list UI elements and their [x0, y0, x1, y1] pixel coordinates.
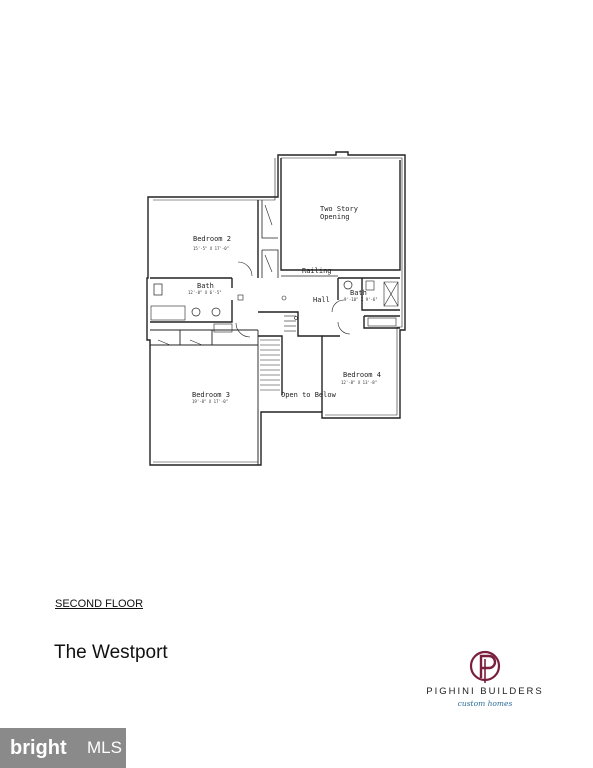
closet-door — [264, 254, 273, 273]
sink — [191, 307, 201, 317]
two-story-wall — [280, 158, 401, 271]
tub — [150, 305, 186, 321]
bedroom2-wall — [150, 200, 259, 279]
closet-door — [157, 339, 171, 346]
door-swing — [331, 299, 345, 313]
bath2-wall — [337, 277, 400, 311]
floor-plan: Two Story Opening Bedroom 2 15'-5" X 17'… — [146, 151, 406, 466]
shower — [383, 281, 399, 307]
watermark-mls: MLS — [87, 738, 122, 757]
two-story-label-1: Two Story — [320, 205, 358, 213]
bedroom4-closet — [367, 317, 397, 327]
bedroom4-dims: 12'-8" X 13'-8" — [341, 380, 377, 385]
bath2-dims: 9'-10" X 9'-6" — [344, 297, 378, 302]
builder-logo: PIGHINI BUILDERS custom homes — [410, 648, 560, 710]
bath1-wall — [150, 278, 233, 323]
bath2-sink — [343, 280, 353, 290]
railing-label: Railing — [302, 267, 332, 275]
toilet — [153, 283, 163, 296]
door-swing — [235, 322, 251, 338]
fixture-mark — [237, 294, 244, 301]
plan-name: The Westport — [54, 642, 168, 663]
stairs — [260, 315, 296, 391]
open-to-below-label: Open to Below — [281, 391, 337, 399]
bedroom2-label: Bedroom 2 — [193, 235, 231, 243]
closet-door — [264, 204, 273, 226]
stair-wall — [258, 311, 323, 412]
bedroom3-dims: 19'-8" X 17'-0" — [192, 399, 228, 404]
bath2-toilet — [365, 280, 375, 291]
floor-label: SECOND FLOOR — [55, 598, 144, 610]
door-swing — [337, 321, 351, 335]
bedroom3-closet-wall — [150, 329, 259, 465]
sink — [211, 307, 221, 317]
bedroom2-dims: 15'-5" X 17'-0" — [193, 246, 229, 251]
two-story-label-2: Opening — [320, 213, 350, 221]
builder-monogram-icon — [469, 650, 501, 683]
exterior-wall — [146, 151, 406, 466]
bedroom4-wall — [322, 315, 400, 337]
builder-name: PIGHINI BUILDERS — [426, 686, 544, 697]
bath1-label: Bath — [197, 282, 214, 290]
builder-tagline: custom homes — [457, 699, 513, 708]
closet-wall — [261, 200, 279, 278]
light-fixture — [294, 316, 298, 320]
door-swing — [237, 261, 253, 277]
bedroom4-label: Bedroom 4 — [343, 371, 381, 379]
bath1-dims: 12'-0" X 6'-5" — [188, 290, 222, 295]
bath2-label: Bath — [350, 289, 367, 297]
hall-label: Hall — [313, 296, 330, 304]
bright-mls-watermark: bright MLS — [0, 728, 126, 768]
watermark-bright: bright — [10, 737, 67, 759]
linen-closet — [213, 323, 233, 333]
bedroom3-label: Bedroom 3 — [192, 391, 230, 399]
closet-door — [189, 339, 203, 346]
light-fixture — [281, 295, 287, 301]
